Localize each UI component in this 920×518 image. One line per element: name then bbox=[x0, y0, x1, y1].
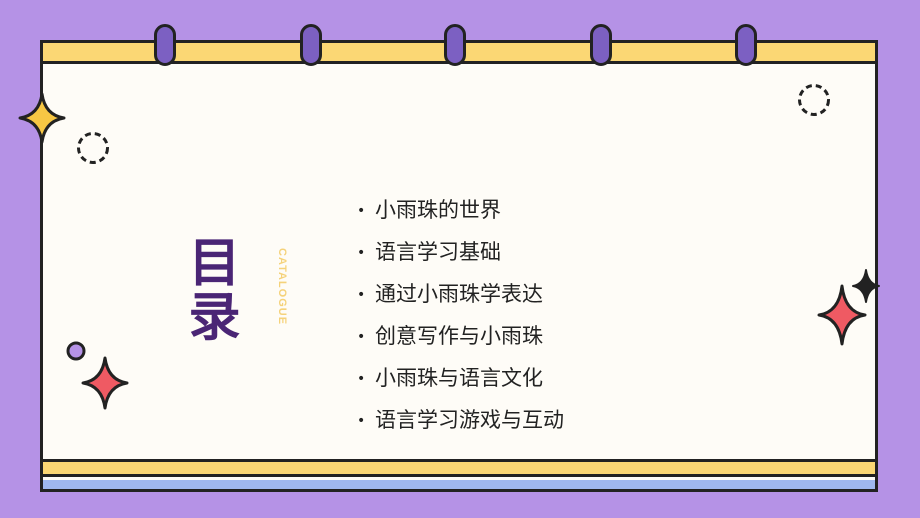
toc-item[interactable]: • 语言学习游戏与互动 bbox=[357, 403, 564, 445]
sparkle-star-icon bbox=[852, 269, 880, 303]
sparkle-star-icon bbox=[81, 356, 129, 410]
toc-list: • 小雨珠的世界 • 语言学习基础 • 通过小雨珠学表达 • 创意写作与小雨珠 • 小雨珠… bbox=[357, 193, 564, 445]
notebook-card: 目录 CATALOGUE • 小雨珠的世界 • 语言学习基础 • 通过小雨珠学表达 •… bbox=[40, 40, 878, 492]
toc-item[interactable]: • 小雨珠的世界 bbox=[357, 193, 564, 235]
bullet-icon: • bbox=[357, 371, 366, 387]
toc-item-label: 小雨珠的世界 bbox=[375, 198, 501, 222]
sparkle-star-icon bbox=[18, 92, 66, 144]
toc-item[interactable]: • 通过小雨珠学表达 bbox=[357, 277, 564, 319]
binder-ring bbox=[590, 24, 612, 66]
bullet-icon: • bbox=[357, 413, 366, 429]
toc-item-label: 语言学习游戏与互动 bbox=[375, 408, 564, 432]
toc-item-label: 通过小雨珠学表达 bbox=[375, 282, 543, 306]
bullet-icon: • bbox=[357, 287, 366, 303]
page-title: 目录 bbox=[179, 235, 239, 343]
binder-ring bbox=[154, 24, 176, 66]
page-subtitle: CATALOGUE bbox=[276, 248, 288, 326]
toc-item-label: 语言学习基础 bbox=[375, 240, 501, 264]
small-circle-icon bbox=[66, 341, 86, 361]
bullet-icon: • bbox=[357, 203, 366, 219]
binder-ring bbox=[300, 24, 322, 66]
toc-item-label: 小雨珠与语言文化 bbox=[375, 366, 543, 390]
binder-ring bbox=[444, 24, 466, 66]
bullet-icon: • bbox=[357, 329, 366, 345]
bullet-icon: • bbox=[357, 245, 366, 261]
binder-ring bbox=[735, 24, 757, 66]
bottom-band-yellow bbox=[43, 459, 875, 477]
toc-item[interactable]: • 小雨珠与语言文化 bbox=[357, 361, 564, 403]
toc-item[interactable]: • 创意写作与小雨珠 bbox=[357, 319, 564, 361]
dashed-circle-icon bbox=[798, 84, 830, 116]
bottom-band-blue bbox=[43, 480, 875, 489]
sparkle-star-icon bbox=[817, 284, 867, 346]
toc-item-label: 创意写作与小雨珠 bbox=[375, 324, 543, 348]
dashed-circle-icon bbox=[77, 132, 109, 164]
toc-item[interactable]: • 语言学习基础 bbox=[357, 235, 564, 277]
